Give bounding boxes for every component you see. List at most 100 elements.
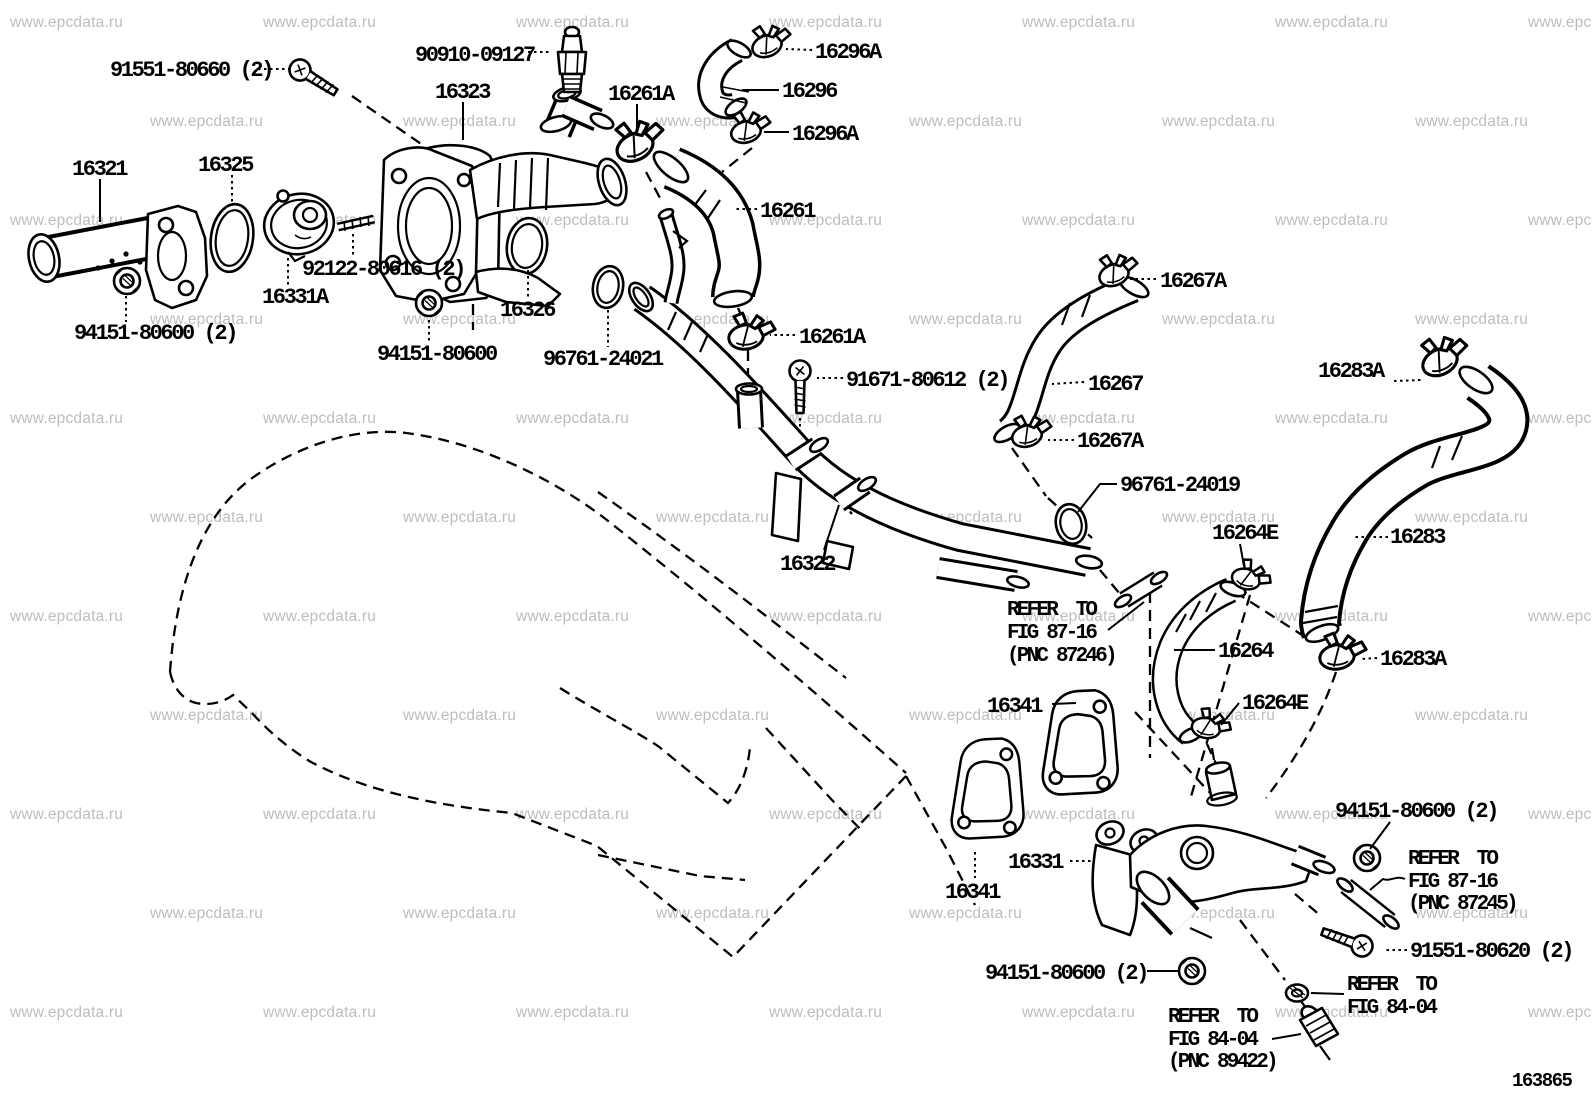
refer-84-04-bottom-line1: REFER TO (1168, 1006, 1258, 1029)
label-16322[interactable]: 16322 (780, 552, 838, 577)
nut-94151-right-icon (1352, 843, 1382, 873)
label-94151-right[interactable]: 94151-80600 (2) (1335, 799, 1499, 824)
watermark-text: www.epcdata.ru (1161, 509, 1275, 526)
label-16323[interactable]: 16323 (435, 80, 494, 105)
watermark-text: www.epcdata.ru (1161, 311, 1275, 328)
watermark-text: www.epcdata.ru (1414, 509, 1528, 526)
watermark-text: www.epcdata.ru (1021, 1004, 1135, 1021)
label-16331a[interactable]: 16331A (262, 285, 332, 310)
watermark-text: www.epcdata.ru (9, 608, 123, 625)
watermark-text: www.epcdata.ru (1274, 212, 1388, 229)
watermark-text: www.epcdata.ru (1021, 14, 1135, 31)
watermark-text: www.epcdata.ru (402, 113, 516, 130)
figure-code: 163865 (1512, 1070, 1573, 1092)
watermark-text: www.epcdata.ru (9, 806, 123, 823)
watermark-text: www.epcdata.ru (149, 509, 263, 526)
watermark-text: www.epcdata.ru (515, 608, 629, 625)
watermark-text: www.epcdata.ru (1021, 806, 1135, 823)
part-92122-stud (337, 214, 375, 232)
label-16331[interactable]: 16331 (1008, 850, 1067, 875)
label-94151-left[interactable]: 94151-80600 (2) (74, 321, 238, 346)
watermark-text: www.epcdata.ru (149, 311, 263, 328)
watermark-text: www.epcdata.ru (262, 14, 376, 31)
watermark-text: www.epcdata.ru (768, 1004, 882, 1021)
label-16296[interactable]: 16296 (782, 79, 840, 104)
leader-lines (99, 48, 1423, 1040)
label-16341-right[interactable]: 16341 (987, 694, 1046, 719)
refer-87245-line3: (PNC 87245) (1408, 893, 1516, 916)
label-16283a-bottom[interactable]: 16283A (1380, 647, 1450, 672)
watermark-text: www.epcdata.ru (402, 311, 516, 328)
watermark-text: www.epcdata.ru (149, 707, 263, 724)
watermark-text: www.epcdata.ru (1527, 212, 1592, 229)
label-94151-bottom[interactable]: 94151-80600 (2) (985, 961, 1149, 986)
label-16267a-top[interactable]: 16267A (1160, 269, 1230, 294)
watermark-text: www.epcdata.ru (262, 1004, 376, 1021)
label-16326[interactable]: 16326 (500, 298, 558, 323)
part-16322-bypass-pipe (627, 207, 1104, 592)
bolt-91551-80620-icon (1317, 920, 1377, 961)
label-90910-09127[interactable]: 90910-09127 (415, 43, 537, 68)
label-96761-24019[interactable]: 96761-24019 (1120, 473, 1242, 498)
label-16261a-top[interactable]: 16261A (608, 82, 678, 107)
label-16261[interactable]: 16261 (760, 199, 819, 224)
label-16264[interactable]: 16264 (1218, 639, 1277, 664)
watermark-text: www.epcdata.ru (1527, 806, 1592, 823)
label-16267a-bottom[interactable]: 16267A (1077, 429, 1147, 454)
watermark-text: www.epcdata.ru (655, 707, 769, 724)
watermark-text: www.epcdata.ru (908, 113, 1022, 130)
label-16283a-top[interactable]: 16283A (1318, 359, 1388, 384)
watermark-text: www.epcdata.ru (9, 1004, 123, 1021)
part-16331a-thermostat (262, 189, 336, 263)
watermark-text: www.epcdata.ru (1527, 410, 1592, 427)
label-94151-center[interactable]: 94151-80600 (377, 342, 499, 367)
label-16267[interactable]: 16267 (1088, 372, 1146, 397)
watermark-text: www.epcdata.ru (655, 509, 769, 526)
watermark-text: www.epcdata.ru (262, 410, 376, 427)
label-16264e-bottom[interactable]: 16264E (1242, 691, 1311, 716)
watermark-text: www.epcdata.ru (1414, 905, 1528, 922)
watermark-text: www.epcdata.ru (402, 707, 516, 724)
refer-notes: REFER TO FIG 87-16 (PNC 87246) REFER TO … (1007, 599, 1519, 1074)
label-91551-80620[interactable]: 91551-80620 (2) (1410, 939, 1574, 964)
part-pnc89422-sensor (1298, 1004, 1340, 1061)
nut-94151-center-icon (414, 288, 444, 318)
watermark-text: www.epcdata.ru (149, 113, 263, 130)
watermark-text: www.epcdata.ru (9, 410, 123, 427)
label-92122-80616[interactable]: 92122-80616 (2) (302, 257, 466, 282)
watermark-text: www.epcdata.ru (908, 707, 1022, 724)
part-90910-plug (556, 25, 588, 94)
watermark-text: www.epcdata.ru (1021, 212, 1135, 229)
refer-87245-line2: FIG 87-16 (1408, 871, 1498, 894)
label-96761-24021[interactable]: 96761-24021 (543, 347, 666, 372)
watermark-text: www.epcdata.ru (9, 14, 123, 31)
label-16321[interactable]: 16321 (72, 157, 131, 182)
watermark-text: www.epcdata.ru (768, 212, 882, 229)
refer-84-04-right-line1: REFER TO (1347, 974, 1437, 997)
label-16264e-top[interactable]: 16264E (1212, 521, 1281, 546)
nut-94151-left-icon (112, 266, 142, 296)
hose-16283 (1298, 364, 1530, 644)
label-16341-left[interactable]: 16341 (945, 880, 1004, 905)
hose-16267 (993, 274, 1150, 444)
watermark-text: www.epcdata.ru (1161, 113, 1275, 130)
bolt-91551-80660-icon (284, 54, 343, 103)
watermark-text: www.epcdata.ru (1527, 1004, 1592, 1021)
refer-84-04-bottom-line2: FIG 84-04 (1168, 1029, 1258, 1052)
label-16283[interactable]: 16283 (1390, 525, 1449, 550)
part-16321-water-inlet (27, 204, 209, 310)
watermark-text: www.epcdata.ru (1274, 806, 1388, 823)
label-16261a-mid[interactable]: 16261A (799, 325, 869, 350)
watermark-text: www.epcdata.ru (768, 14, 882, 31)
hose-16261 (652, 147, 762, 309)
label-16296a-bottom[interactable]: 16296A (792, 122, 862, 147)
label-91551-80660[interactable]: 91551-80660 (2) (110, 58, 274, 83)
label-16296a-top[interactable]: 16296A (815, 40, 885, 65)
part-16325-gasket (209, 202, 255, 274)
watermark-text: www.epcdata.ru (908, 311, 1022, 328)
refer-87246-line1: REFER TO (1007, 599, 1097, 622)
watermark-text: www.epcdata.ru (402, 509, 516, 526)
label-16325[interactable]: 16325 (198, 153, 257, 178)
label-91671-80612[interactable]: 91671-80612 (2) (846, 368, 1010, 393)
watermark-text: www.epcdata.ru (1414, 707, 1528, 724)
